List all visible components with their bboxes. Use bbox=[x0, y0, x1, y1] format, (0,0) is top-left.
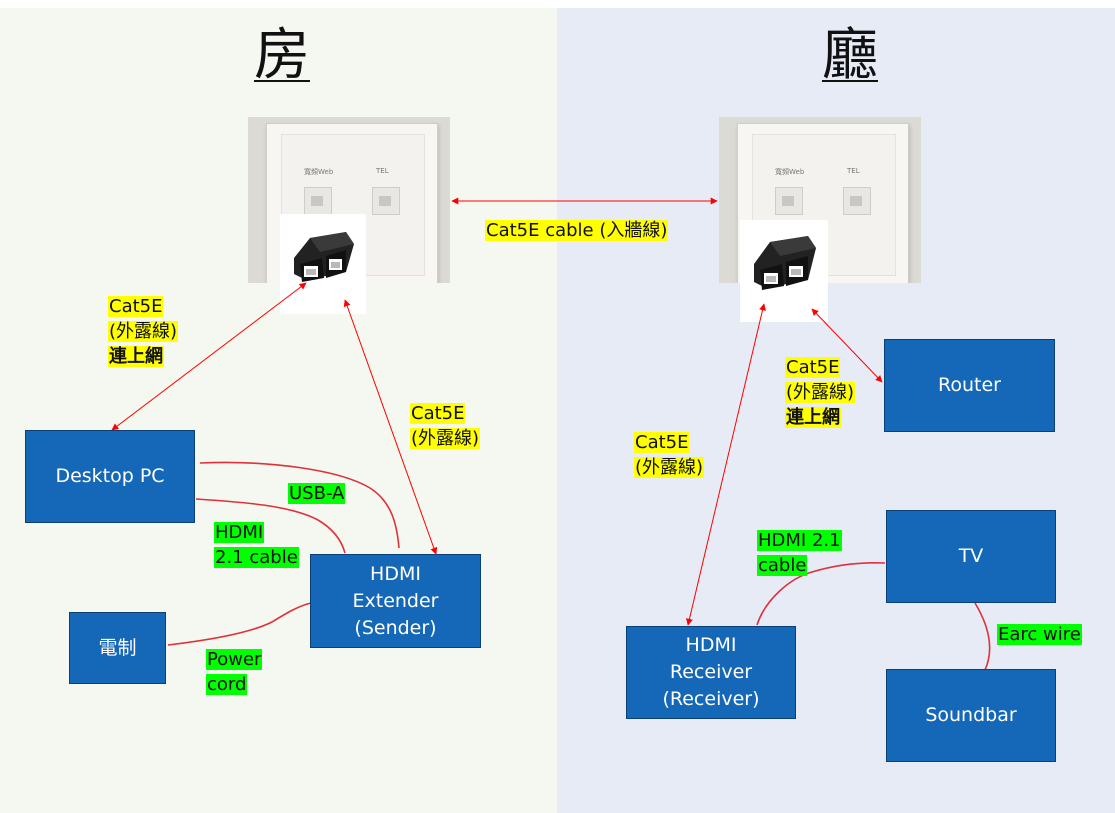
desktop-pc-box: Desktop PC bbox=[25, 430, 195, 523]
router-cable-label: Cat5E (外露線) 連上網 bbox=[785, 357, 856, 428]
wall-cable-label: Cat5E cable (入牆線) bbox=[485, 220, 669, 241]
hdmi-receiver-box: HDMI Receiver (Receiver) bbox=[626, 626, 796, 719]
soundbar-box: Soundbar bbox=[886, 669, 1056, 762]
sender-cable-label: Cat5E (外露線) bbox=[410, 403, 481, 449]
tel-port-label: TEL bbox=[847, 167, 860, 175]
web-port-label: 寬頻Web bbox=[775, 168, 805, 176]
receiver-cable-arrow bbox=[686, 303, 766, 626]
hdmi-cable-left bbox=[195, 498, 346, 554]
receiver-cable-label: Cat5E (外露線) bbox=[634, 432, 705, 478]
power-cord bbox=[167, 602, 312, 646]
rj45-splitter-icon bbox=[754, 236, 816, 290]
hdmi-cable-left-label: HDMI 2.1 cable bbox=[214, 522, 299, 568]
tel-port-label: TEL bbox=[376, 167, 389, 175]
rj45-splitter-bedroom bbox=[280, 214, 366, 314]
hdmi-cable-right bbox=[756, 562, 886, 626]
sender-cable-arrow bbox=[343, 299, 438, 555]
rj45-splitter-icon bbox=[294, 232, 354, 282]
hdmi-sender-box: HDMI Extender (Sender) bbox=[310, 554, 481, 648]
earc-cable bbox=[974, 602, 991, 671]
tv-box: TV bbox=[886, 510, 1056, 603]
router-box: Router bbox=[884, 339, 1055, 432]
tel-port bbox=[843, 187, 871, 215]
web-port bbox=[304, 187, 332, 215]
usb-cable-label: USB-A bbox=[288, 483, 346, 504]
earc-wire-label: Earc wire bbox=[997, 624, 1082, 645]
power-cord-label: Power cord bbox=[206, 649, 263, 695]
pc-cable-label: Cat5E (外露線) 連上網 bbox=[108, 296, 179, 367]
hdmi-cable-right-label: HDMI 2.1 cable bbox=[757, 530, 842, 576]
room-title-living-room: 廳 bbox=[822, 23, 878, 88]
room-title-bedroom: 房 bbox=[254, 23, 310, 88]
web-port bbox=[775, 187, 803, 215]
power-switch-box: 電制 bbox=[69, 612, 166, 684]
router-cable-arrow bbox=[811, 308, 883, 383]
web-port-label: 寬頻Web bbox=[304, 168, 334, 176]
tel-port bbox=[372, 187, 400, 215]
pc-cable-arrow bbox=[111, 282, 307, 431]
usb-cable bbox=[199, 461, 400, 549]
